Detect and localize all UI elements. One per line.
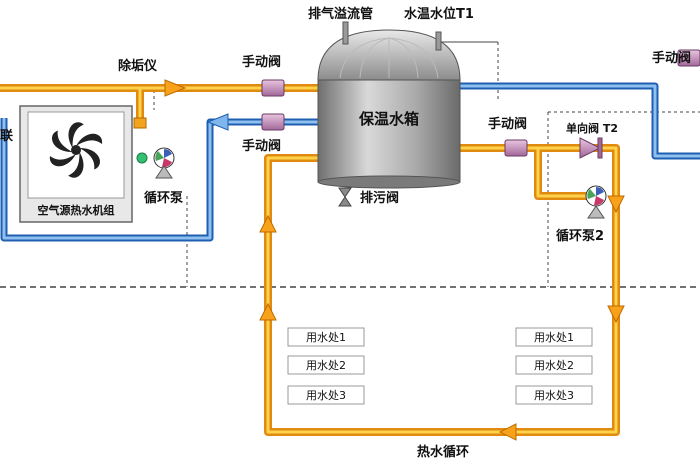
descaler-label: 除垢仪	[118, 58, 158, 74]
check-valve-icon[interactable]	[579, 137, 603, 159]
manual-valve-label: 手动阀	[488, 116, 527, 132]
manual-valve-label: 手动阀	[242, 54, 281, 70]
manual-valve-icon[interactable]	[677, 49, 700, 67]
manual-valve-icon[interactable]	[504, 139, 528, 157]
sensor-icon	[136, 152, 148, 164]
water-point-label: 用水处2	[534, 359, 574, 372]
water-point-label: 用水处2	[306, 359, 346, 372]
water-points-left: 用水处1 用水处2 用水处3	[287, 327, 365, 405]
fan-icon	[49, 122, 103, 178]
manual-valve-icon[interactable]	[261, 79, 285, 97]
temp-level-label: 水温水位T1	[404, 6, 474, 22]
water-point	[515, 385, 593, 405]
drain-valve-label: 排污阀	[360, 190, 399, 206]
water-point	[515, 327, 593, 347]
heat-pump-unit: 空气源热水机组	[19, 105, 133, 223]
water-point-label: 用水处1	[534, 331, 574, 344]
water-point	[287, 327, 365, 347]
water-point-label: 用水处3	[306, 389, 346, 402]
water-point	[515, 355, 593, 375]
pump-label: 循环泵	[144, 190, 183, 206]
circulation-pump-icon[interactable]	[153, 147, 175, 179]
manual-valve-label: 手动阀	[242, 138, 281, 154]
water-point-label: 用水处1	[306, 331, 346, 344]
cut-label: 联	[0, 129, 13, 144]
unit-label: 空气源热水机组	[38, 203, 115, 217]
water-point	[287, 385, 365, 405]
loop-label: 热水循环	[417, 444, 469, 460]
exhaust-pipe-label: 排气溢流管	[308, 6, 373, 22]
tank-label: 保温水箱	[358, 110, 419, 128]
storage-tank: 保温水箱	[317, 21, 461, 189]
check-valve-label: 单向阀 T2	[566, 121, 618, 135]
water-points-right: 用水处1 用水处2 用水处3	[515, 327, 593, 405]
descaler-icon	[133, 117, 147, 129]
drain-valve-icon[interactable]	[338, 187, 352, 207]
flow-arrows	[164, 79, 625, 441]
water-point	[287, 355, 365, 375]
manual-valve-label: 手动阀	[652, 50, 691, 66]
manual-valve-icon[interactable]	[261, 113, 285, 131]
circulation-pump-2-icon[interactable]	[585, 185, 607, 219]
pump2-label: 循环泵2	[556, 228, 604, 244]
water-point-label: 用水处3	[534, 389, 574, 402]
